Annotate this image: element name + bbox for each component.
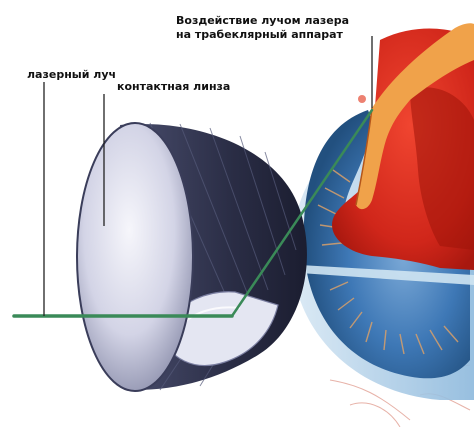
trabecular-callout-line2: на трабеклярный аппарат: [176, 28, 349, 42]
contact-lens-face: [77, 123, 193, 391]
laser-spot: [358, 95, 366, 103]
trabecular-callout: Воздействие лучом лазера на трабеклярный…: [176, 14, 349, 42]
trabecular-callout-line1: Воздействие лучом лазера: [176, 14, 349, 28]
laser-ray-label: лазерный луч: [27, 68, 116, 82]
contact-lens-label: контактная линза: [117, 80, 230, 94]
